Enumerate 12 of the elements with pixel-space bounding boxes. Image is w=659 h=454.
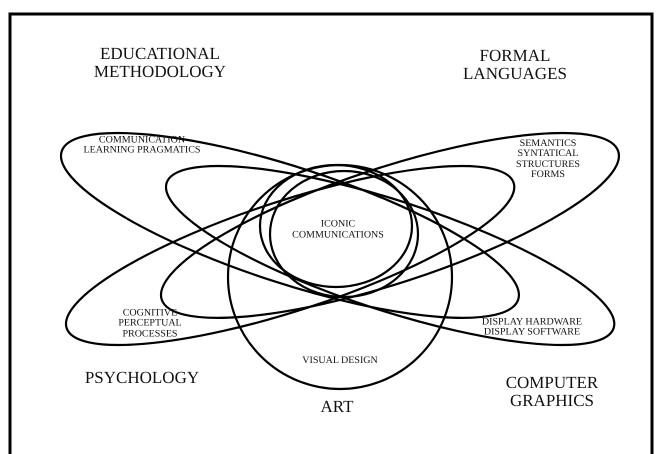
- area-heading: ART: [320, 398, 354, 416]
- topic-label: COMMUNICATION LEARNING PRAGMATICS: [82, 135, 202, 156]
- area-heading: FORMAL LANGUAGES: [462, 47, 568, 83]
- topic-label: DISPLAY HARDWARE DISPLAY SOFTWARE: [480, 317, 584, 338]
- topic-label: ICONIC COMMUNICATIONS: [291, 220, 385, 240]
- topic-label: SEMANTICS SYNTATICAL STRUCTURES FORMS: [515, 138, 581, 181]
- area-heading: PSYCHOLOGY: [84, 369, 200, 387]
- area-heading: EDUCATIONAL METHODOLOGY: [92, 45, 228, 81]
- topic-label: COGNITIVE PERCEPTUAL PROCESSES: [117, 308, 183, 340]
- venn-oval: [260, 165, 418, 297]
- area-heading: COMPUTER GRAPHICS: [504, 374, 600, 410]
- topic-label: VISUAL DESIGN: [301, 356, 379, 366]
